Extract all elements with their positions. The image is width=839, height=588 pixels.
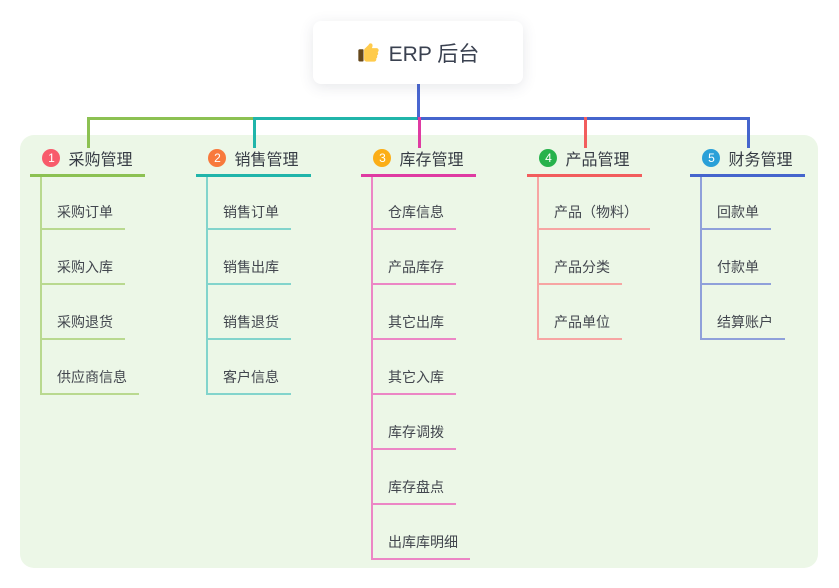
branch-child-line bbox=[40, 175, 42, 395]
branch-node-1[interactable]: 1 采购管理 bbox=[30, 146, 145, 177]
branch-child-line bbox=[371, 175, 373, 560]
branch-node-4[interactable]: 4 产品管理 bbox=[527, 146, 642, 177]
child-node[interactable]: 结算账户 bbox=[700, 312, 785, 340]
drop-branch-3 bbox=[418, 117, 421, 148]
child-node-row: 销售订单 bbox=[206, 175, 291, 230]
child-node-row: 库存调拨 bbox=[371, 395, 470, 450]
rail-branch-2 bbox=[253, 117, 420, 120]
branch-label: 销售管理 bbox=[234, 151, 299, 169]
child-node[interactable]: 付款单 bbox=[700, 257, 771, 285]
drop-branch-2 bbox=[253, 117, 256, 148]
child-node-row: 其它出库 bbox=[371, 285, 470, 340]
child-node[interactable]: 产品单位 bbox=[537, 312, 622, 340]
branch-child-line bbox=[206, 175, 208, 395]
child-node-row: 仓库信息 bbox=[371, 175, 470, 230]
child-node[interactable]: 库存调拨 bbox=[371, 422, 456, 450]
child-node[interactable]: 产品（物料） bbox=[537, 202, 650, 230]
branch-child-line bbox=[537, 175, 539, 340]
child-node[interactable]: 产品库存 bbox=[371, 257, 456, 285]
child-node-row: 供应商信息 bbox=[40, 340, 139, 395]
child-node[interactable]: 销售出库 bbox=[206, 257, 291, 285]
child-node[interactable]: 客户信息 bbox=[206, 367, 291, 395]
child-node-row: 产品分类 bbox=[537, 230, 650, 285]
branch-index-badge: 3 bbox=[373, 148, 392, 167]
child-node-row: 产品单位 bbox=[537, 285, 650, 340]
child-node-row: 回款单 bbox=[700, 175, 785, 230]
child-node-row: 销售出库 bbox=[206, 230, 291, 285]
child-node[interactable]: 采购入库 bbox=[40, 257, 125, 285]
root-stem-line bbox=[417, 84, 420, 120]
branch-index-badge: 5 bbox=[702, 148, 721, 167]
child-node-row: 产品库存 bbox=[371, 230, 470, 285]
branch-index-badge: 4 bbox=[539, 148, 558, 167]
child-node-row: 出库库明细 bbox=[371, 505, 470, 560]
branch-children-3: 仓库信息产品库存其它出库其它入库库存调拨库存盘点出库库明细 bbox=[371, 175, 470, 560]
branch-index-badge: 1 bbox=[42, 148, 61, 167]
rail-branch-5 bbox=[417, 117, 750, 120]
child-node[interactable]: 销售订单 bbox=[206, 202, 291, 230]
branch-children-2: 销售订单销售出库销售退货客户信息 bbox=[206, 175, 291, 395]
drop-branch-5 bbox=[747, 117, 750, 148]
root-node-erp[interactable]: ERP 后台 bbox=[313, 21, 523, 84]
child-node[interactable]: 其它出库 bbox=[371, 312, 456, 340]
root-node-label: ERP 后台 bbox=[388, 42, 480, 66]
branch-index-badge: 2 bbox=[208, 148, 227, 167]
thumbs-up-icon bbox=[357, 41, 380, 64]
drop-branch-4 bbox=[584, 117, 587, 148]
child-node-row: 客户信息 bbox=[206, 340, 291, 395]
child-node-row: 结算账户 bbox=[700, 285, 785, 340]
branch-child-line bbox=[700, 175, 702, 340]
child-node[interactable]: 销售退货 bbox=[206, 312, 291, 340]
branch-children-5: 回款单付款单结算账户 bbox=[700, 175, 785, 340]
branch-label: 财务管理 bbox=[728, 151, 793, 169]
child-node[interactable]: 出库库明细 bbox=[371, 532, 470, 560]
branch-label: 产品管理 bbox=[565, 151, 630, 169]
branch-label: 库存管理 bbox=[399, 151, 464, 169]
child-node-row: 采购入库 bbox=[40, 230, 139, 285]
branch-node-2[interactable]: 2 销售管理 bbox=[196, 146, 311, 177]
branch-node-5[interactable]: 5 财务管理 bbox=[690, 146, 805, 177]
child-node[interactable]: 供应商信息 bbox=[40, 367, 139, 395]
drop-branch-1 bbox=[87, 117, 90, 148]
branch-children-1: 采购订单采购入库采购退货供应商信息 bbox=[40, 175, 139, 395]
branch-children-4: 产品（物料） 产品分类产品单位 bbox=[537, 175, 650, 340]
child-node-row: 产品（物料） bbox=[537, 175, 650, 230]
branch-label: 采购管理 bbox=[68, 151, 133, 169]
child-node-row: 销售退货 bbox=[206, 285, 291, 340]
child-node-row: 其它入库 bbox=[371, 340, 470, 395]
child-node[interactable]: 其它入库 bbox=[371, 367, 456, 395]
child-node-row: 付款单 bbox=[700, 230, 785, 285]
child-node[interactable]: 库存盘点 bbox=[371, 477, 456, 505]
branches-panel bbox=[20, 135, 818, 568]
child-node-row: 采购退货 bbox=[40, 285, 139, 340]
child-node[interactable]: 仓库信息 bbox=[371, 202, 456, 230]
child-node-row: 库存盘点 bbox=[371, 450, 470, 505]
child-node-row: 采购订单 bbox=[40, 175, 139, 230]
child-node[interactable]: 产品分类 bbox=[537, 257, 622, 285]
child-node[interactable]: 采购订单 bbox=[40, 202, 125, 230]
child-node[interactable]: 回款单 bbox=[700, 202, 771, 230]
child-node[interactable]: 采购退货 bbox=[40, 312, 125, 340]
branch-node-3[interactable]: 3 库存管理 bbox=[361, 146, 476, 177]
